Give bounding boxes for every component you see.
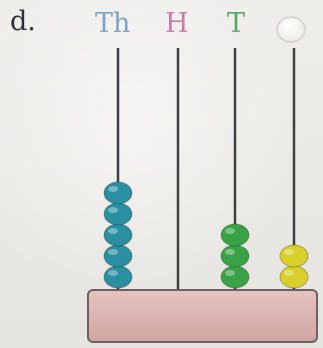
bead-highlight (108, 207, 118, 213)
bead-highlight (108, 228, 118, 234)
abacus-bead (103, 202, 133, 226)
bead-highlight (108, 270, 118, 276)
abacus-bead (220, 265, 250, 289)
bead-highlight (108, 249, 118, 255)
abacus-bead (279, 244, 309, 268)
abacus-bead (220, 244, 250, 268)
bead-highlight (108, 186, 118, 192)
bead-highlight (284, 249, 294, 255)
column-label-ones-circle (276, 16, 306, 43)
bead-highlight (284, 270, 294, 276)
column-label-hundreds: H (165, 8, 189, 39)
abacus-bead (220, 223, 250, 247)
abacus-bead (103, 265, 133, 289)
column-label-thousands: Th (95, 8, 131, 39)
question-label: d. (10, 6, 36, 37)
bead-highlight (225, 228, 235, 234)
abacus-bead (103, 244, 133, 268)
abacus-base (87, 289, 318, 343)
abacus-bead (103, 181, 133, 205)
abacus-bead (279, 265, 309, 289)
column-label-tens: T (227, 8, 246, 39)
bead-highlight (225, 270, 235, 276)
bead-highlight (225, 249, 235, 255)
abacus-bead (103, 223, 133, 247)
